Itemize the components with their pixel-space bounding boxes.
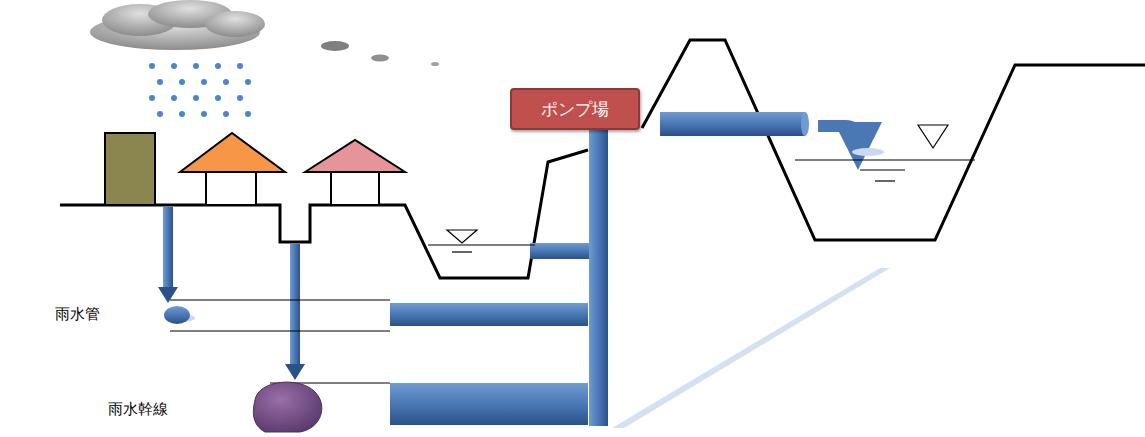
splash <box>852 148 884 156</box>
rain-cloud <box>90 0 439 66</box>
discharge-pipe <box>660 112 805 136</box>
rainwater-pipe <box>390 303 588 326</box>
trunk-sewer <box>390 383 588 425</box>
pipe-label: 雨水幹線 <box>108 400 168 419</box>
house-roof <box>305 140 405 172</box>
building <box>105 133 155 205</box>
house-body <box>206 172 256 205</box>
inflow-arrow <box>158 207 305 380</box>
trunk-sewer-section <box>253 382 321 432</box>
pipe-label: 雨水管 <box>55 305 100 324</box>
river-inlet-pipe <box>530 243 590 259</box>
house-roof <box>180 133 285 172</box>
pipe-guide-lines <box>170 300 390 383</box>
rain-drops <box>149 63 251 117</box>
house-body <box>331 172 379 205</box>
discharge-flow-arrow <box>818 126 858 146</box>
water-level-symbol <box>428 125 975 252</box>
pump-shaft <box>589 128 608 426</box>
discharge-pipe-end <box>801 112 809 136</box>
shadow-stripe <box>612 268 890 428</box>
rainwater-pipe-section <box>164 306 190 324</box>
pump-station-label: ポンプ場 <box>541 98 609 121</box>
levee-line <box>642 40 1145 240</box>
pump-station-box: ポンプ場 <box>510 88 640 130</box>
